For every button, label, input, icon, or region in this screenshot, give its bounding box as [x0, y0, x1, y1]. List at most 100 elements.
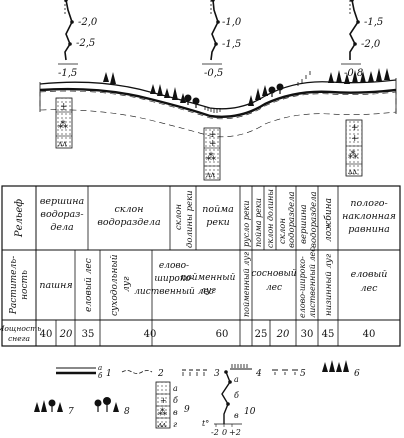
snow-cell: 40 — [363, 329, 376, 340]
svg-text:ʌʌ: ʌʌ — [347, 167, 358, 176]
svg-text:луг: луг — [122, 276, 132, 292]
right-base-temp: -0,8 — [344, 68, 363, 79]
middle-base-temp: -0,5 — [204, 68, 223, 79]
spruce-tree-icon — [150, 84, 186, 103]
soil-pit-left: + ⁂ ʌʌ — [55, 97, 73, 149]
left-temp-value-1: -2,0 — [78, 17, 98, 28]
svg-text:б: б — [98, 372, 103, 380]
relief-cell: склон долины реки — [174, 190, 195, 248]
table-row-headers: Рельеф Раститель- ность Мощность снега — [0, 199, 41, 343]
snow-cell: 35 — [82, 329, 95, 340]
snow-cell: 20 — [59, 329, 73, 340]
relief-cell: склон долины — [266, 189, 275, 248]
vegetation-row-label-1: Раститель- — [9, 256, 19, 315]
svg-text:а: а — [173, 384, 178, 393]
svg-text:в: в — [234, 411, 239, 420]
spruce-tree-icon — [103, 72, 116, 84]
svg-text:⁂: ⁂ — [58, 120, 68, 131]
svg-text:пойма: пойма — [202, 204, 234, 215]
svg-text:луг: луг — [200, 286, 216, 296]
temperature-profile-middle: -1,0 -1,5 -0,5 — [202, 0, 242, 79]
svg-text:склон: склон — [114, 204, 143, 215]
svg-text:9: 9 — [184, 405, 190, 415]
snow-cell: 20 — [276, 329, 290, 340]
vegetation-cell: суходольный луг — [110, 254, 132, 316]
vegetation-cell: низинный луг — [324, 253, 334, 316]
left-temp-value-2: -2,5 — [76, 38, 95, 49]
svg-text:вершина: вершина — [40, 196, 85, 207]
svg-text:+: + — [351, 134, 359, 144]
spruce-tree-icon — [328, 68, 390, 84]
legend-item-1-snow-ground-lines: а б 1 — [56, 364, 112, 380]
legend-item-5-lowland-meadow-icon: 5 — [272, 369, 306, 379]
svg-text:водораздела: водораздела — [97, 217, 161, 228]
vegetation-cell: еловый лес — [351, 269, 388, 294]
svg-text:+: + — [209, 130, 217, 140]
relief-cell: пойма реки — [202, 204, 234, 228]
snow-cell: 40 — [40, 329, 53, 340]
svg-text:+: + — [160, 396, 167, 405]
snow-cell: 40 — [144, 329, 157, 340]
vegetation-cell: елово- широко- лиственный лес — [134, 261, 214, 297]
vegetation-cell: пашня — [39, 280, 72, 291]
vegetation-cell: сосновый лес — [251, 269, 296, 293]
svg-text:3: 3 — [214, 369, 220, 379]
meadow-grass-icon — [204, 71, 311, 113]
svg-text:лиственный лес: лиственный лес — [308, 247, 317, 318]
svg-text:склон: склон — [278, 218, 288, 244]
broadleaf-tree-icon — [184, 83, 284, 108]
svg-text:t°: t° — [202, 419, 209, 428]
svg-text:б: б — [234, 391, 239, 400]
svg-text:реки: реки — [206, 217, 230, 228]
svg-text:суходольный: суходольный — [110, 254, 120, 316]
svg-text:1: 1 — [106, 369, 112, 379]
snow-cell: 25 — [255, 329, 268, 340]
svg-text:лиственный лес: лиственный лес — [134, 287, 214, 297]
svg-text:дела: дела — [50, 222, 74, 233]
snow-cell: 45 — [322, 329, 335, 340]
svg-text:ʌʌ: ʌʌ — [57, 139, 68, 148]
svg-text:а: а — [98, 364, 102, 372]
middle-temp-value-2: -1,5 — [222, 39, 241, 50]
svg-text:⁂: ⁂ — [348, 150, 358, 161]
vegetation-cell: елово-широко- лиственный лес — [298, 247, 317, 318]
svg-text:г: г — [173, 420, 177, 429]
legend: а б 1 2 3 4 5 6 — [34, 360, 360, 437]
svg-text:лес: лес — [361, 283, 379, 294]
svg-text:+: + — [60, 102, 68, 112]
landscape-table — [1, 185, 401, 347]
svg-text:вершина: вершина — [299, 204, 309, 244]
legend-item-3-meadow-icon: 3 — [182, 369, 220, 379]
terrain-section — [39, 78, 397, 138]
svg-text:6: 6 — [354, 369, 360, 379]
vegetation-symbols — [103, 68, 390, 113]
svg-text:5: 5 — [300, 369, 306, 379]
legend-item-4-floodplain-meadow-icon: 4 — [230, 364, 262, 379]
middle-temp-value-1: -1,0 — [222, 17, 242, 28]
svg-text:4: 4 — [255, 369, 262, 379]
relief-cell: русло реки — [242, 201, 251, 247]
svg-text:б: б — [173, 396, 178, 405]
relief-cell: пойма реки — [254, 198, 263, 247]
snow-depth-cells: 40 20 35 40 60 25 20 30 45 40 — [40, 329, 376, 340]
vegetation-cell: еловый лес — [84, 258, 94, 312]
snow-cell: 60 — [216, 329, 229, 340]
relief-cell: склон водораздела — [278, 191, 297, 248]
svg-text:водораздела: водораздела — [309, 191, 319, 248]
svg-text:⁂: ⁂ — [206, 152, 216, 163]
svg-text:+: + — [209, 139, 217, 149]
svg-text:а: а — [234, 375, 239, 384]
svg-text:елово-широко-: елово-широко- — [298, 256, 307, 318]
svg-text:-2: -2 — [211, 428, 219, 437]
svg-text:водораз-: водораз- — [40, 209, 83, 220]
soil-pit-middle: + + ⁂ ʌʌ — [203, 127, 221, 181]
relief-cell: вершина водораз- дела — [40, 196, 85, 233]
legend-item-9-soil-pit-icon: + ⁂ ʌʌ а б в г 9 — [155, 381, 190, 429]
svg-text:равнина: равнина — [348, 224, 390, 235]
svg-text:ʌʌ: ʌʌ — [205, 170, 216, 179]
vegetation-row-label-2: ность — [20, 270, 30, 300]
svg-text:10: 10 — [244, 407, 256, 417]
svg-text:лес: лес — [266, 283, 282, 293]
svg-text:склон: склон — [174, 204, 184, 230]
